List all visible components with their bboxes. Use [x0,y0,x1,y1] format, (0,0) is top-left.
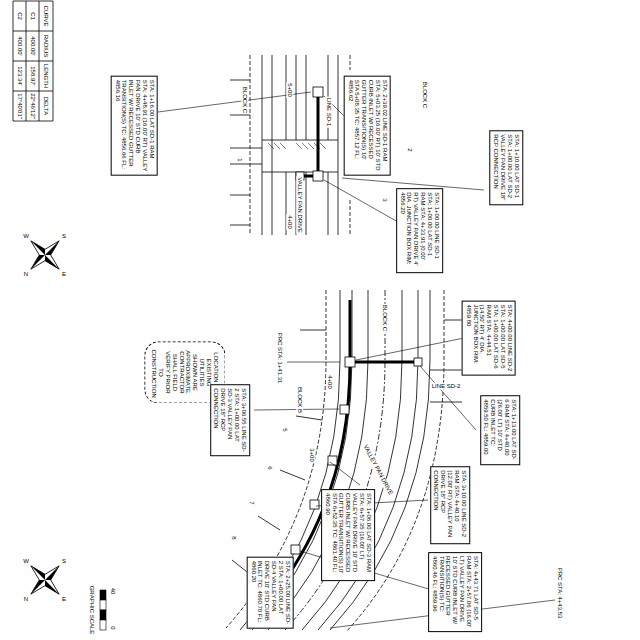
callout-text: STA: 1+13.00 LAT SD-6 RAM STA: 4+40.00 (… [483,399,517,461]
storm-pipe [300,92,318,176]
inlet-symbol [340,405,349,414]
callout-box: STA: 1+13.00 LAT SD-6 RAM STA: 4+40.00 (… [480,395,520,465]
table-cell: C2 [17,11,24,21]
station-note: PRC STA: 1+41.31 [277,332,284,385]
inlet-symbol [291,545,300,554]
station-note: PRC STA: 4+43.53 [557,567,564,620]
compass-letter: N [23,596,29,603]
scale-label: 40 [110,587,117,596]
callout-text: STA: 3+10.00 LINE SD-2 RAM STA: 4+40.10 … [433,470,467,540]
inlet-symbol [414,358,422,366]
table-cell: C1 [30,11,37,21]
row-line [250,55,350,235]
compass-star [17,552,74,609]
compass-letter: E [61,596,67,603]
compass-star [17,227,74,284]
table-cell: 22°46'12" [30,92,37,120]
compass-letter: W [22,558,30,565]
lot-number: 8 [231,535,238,540]
compass-letter: E [61,271,67,278]
lot-number: 3 [382,197,389,202]
callout-box: STA: 1+10.00 LAT SD-1 STA: 1+00.00 LAT S… [489,130,523,205]
street-line [262,55,338,235]
scale-segment [100,610,106,620]
callout-text: STA: 1+00.00 LINE SD-1 STA: 1+00.00 LAT … [398,192,439,269]
table-cell: 17°40'01" [17,92,24,120]
inlet-symbol [313,87,323,97]
compass-letter: S [61,558,67,565]
station-label: 4+00 [287,214,294,230]
callout-text: STA: 3+06.55 LINE SD-2 STA: 1+00.00 LAT … [213,388,247,452]
lot-number: 1 [237,157,244,162]
street-name: VALLEY PAN DRIVE [297,176,304,234]
table-cell: 158.97' [30,65,37,87]
plan-linework [13,1,555,632]
callout-text: STA: 4+43.71 LAT SD-5 RAM STA: 2+57.06 (… [431,556,479,628]
table-cell: 123.34' [17,65,24,87]
block-label: BLOCK B [297,386,304,414]
scale-segment [100,620,106,630]
callout-text: STA: 1+16.00 LAT SD-1 RAM STA: 4+48.91 (… [113,79,154,171]
callout-box: STA: 2+39.02 LINE SD-1 RAM STA: 5+03.25 … [343,75,390,175]
block-label: BLOCK C [422,81,429,109]
lot-number: 6 [267,465,274,470]
scale-label: 0 [110,625,117,630]
scale-title: GRAPHIC SCALE [89,585,96,636]
table-grid [13,1,53,121]
compass-letter: W [22,233,30,240]
callout-box: STA: 2+25.00 LINE SD-2 STA: 1+00.00 LAT … [246,556,293,628]
block-label: BLOCK C [242,86,249,114]
station-label: 4+00 [327,374,334,390]
inlet-symbol [345,357,355,367]
callout-box: STA: 1+06.00 LAT SD-3 RAM STA: 6+57.35 (… [321,489,375,581]
callout-text: STA: 4+00.00 LINE SD-2 STA: 1+00.00 LAT … [464,305,512,372]
table-cell: 400.00' [17,35,24,57]
callout-box: STA: 1+00.00 LINE SD-1 STA: 1+00.00 LAT … [395,188,442,273]
compass-star [17,552,74,609]
callout-text: STA: 2+39.02 LINE SD-1 RAM STA: 5+03.25 … [346,79,387,171]
leader-line [287,362,555,628]
north-arrow [17,552,74,609]
inlet-symbol [310,500,319,509]
callout-box: STA: 4+00.00 LINE SD-2 STA: 1+00.00 LAT … [461,301,515,376]
callout-text: STA: 2+25.00 LINE SD-2 STA: 1+00.00 LAT … [249,560,290,624]
callout-box: STA: 4+43.71 LAT SD-5 RAM STA: 2+57.06 (… [428,552,482,632]
station-label: 5+00 [287,82,294,98]
table-cell: 400.00' [30,35,37,57]
table-cell: DELTA [43,96,50,116]
callout-box: STA: 1+16.00 LAT SD-1 RAM STA: 4+48.91 (… [110,75,157,175]
lot-number: 7 [249,500,256,505]
storm-pipe [270,300,420,600]
street-line [240,290,430,630]
block-label: BLOCK C [382,304,389,332]
street-line [230,140,338,172]
compass-letter: S [61,233,67,240]
table-cell: CURVE [43,5,50,28]
row-line [226,290,444,632]
callout-box: STA: 3+06.55 LINE SD-2 STA: 1+00.00 LAT … [210,384,250,456]
lot-number: 5 [282,427,289,432]
compass-star [17,227,74,284]
callout-text: STA: 1+06.00 LAT SD-3 RAM STA: 6+57.35 (… [324,493,372,577]
inlet-symbol [313,171,323,181]
pipe-label: LINE SD-2 [431,383,462,390]
scale-segment [100,600,106,610]
lot-number: 2 [407,147,414,152]
scale-bar [100,590,106,630]
table-cell: LENGTH [43,63,50,89]
lot-line [230,80,250,225]
station-label: 3+00 [309,447,316,463]
scale-segment [100,590,106,600]
callout-box: STA: 3+10.00 LINE SD-2 RAM STA: 4+40.10 … [430,466,470,544]
table-cell: RADIUS [43,34,50,59]
pipe-label: LINE SD-1 [326,97,333,128]
compass-letter: N [23,271,29,278]
callout-text: STA: 1+10.00 LAT SD-1 STA: 1+00.00 LAT S… [492,134,520,201]
north-arrow [17,227,74,284]
street-line [430,370,462,402]
